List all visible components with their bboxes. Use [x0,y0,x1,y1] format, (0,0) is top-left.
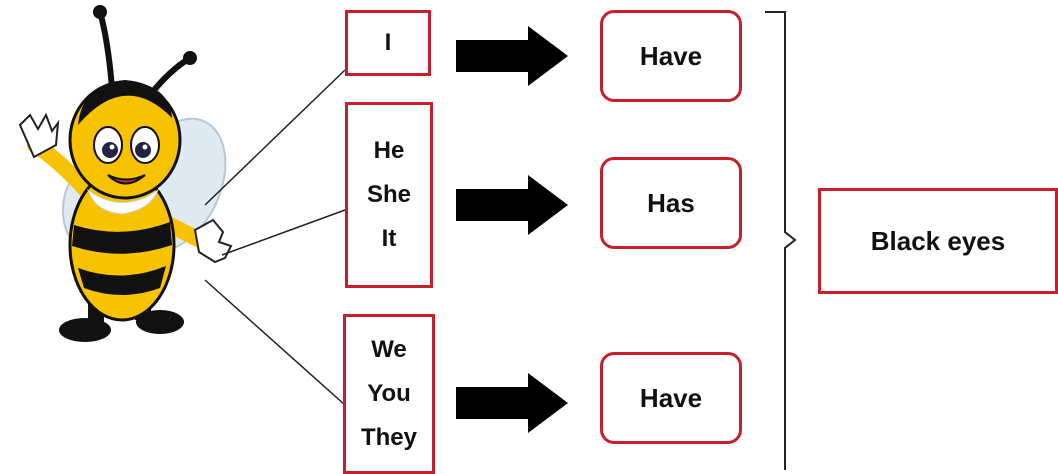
verb-box-3: Have [600,352,742,444]
arrow-right-icon [456,175,568,235]
pronoun-box-3: We You They [343,314,435,474]
connector-line-3 [204,279,346,406]
verb-label: Has [647,187,695,218]
pronoun-word: It [381,225,397,252]
pronoun-word: I [384,29,392,56]
pronoun-box-1: I [345,10,431,76]
pronoun-word: They [360,424,417,451]
pronoun-word: You [367,380,411,407]
verb-box-1: Have [600,10,742,102]
arrow-right-icon [456,26,568,86]
verb-label: Have [639,382,703,413]
connector-line-2 [221,209,346,256]
result-label: Black eyes [870,225,1006,256]
result-box: Black eyes [818,188,1058,294]
arrow-right-icon [456,373,568,433]
pronoun-box-2: He She It [345,102,433,288]
connector-line-1 [204,69,346,206]
bee-mascot-icon [18,5,233,342]
pronoun-word: She [366,181,411,208]
curly-bracket-icon [765,11,797,470]
verb-label: Have [639,40,703,71]
pronoun-word: We [371,336,407,363]
pronoun-word: He [373,137,405,164]
verb-box-2: Has [600,157,742,249]
